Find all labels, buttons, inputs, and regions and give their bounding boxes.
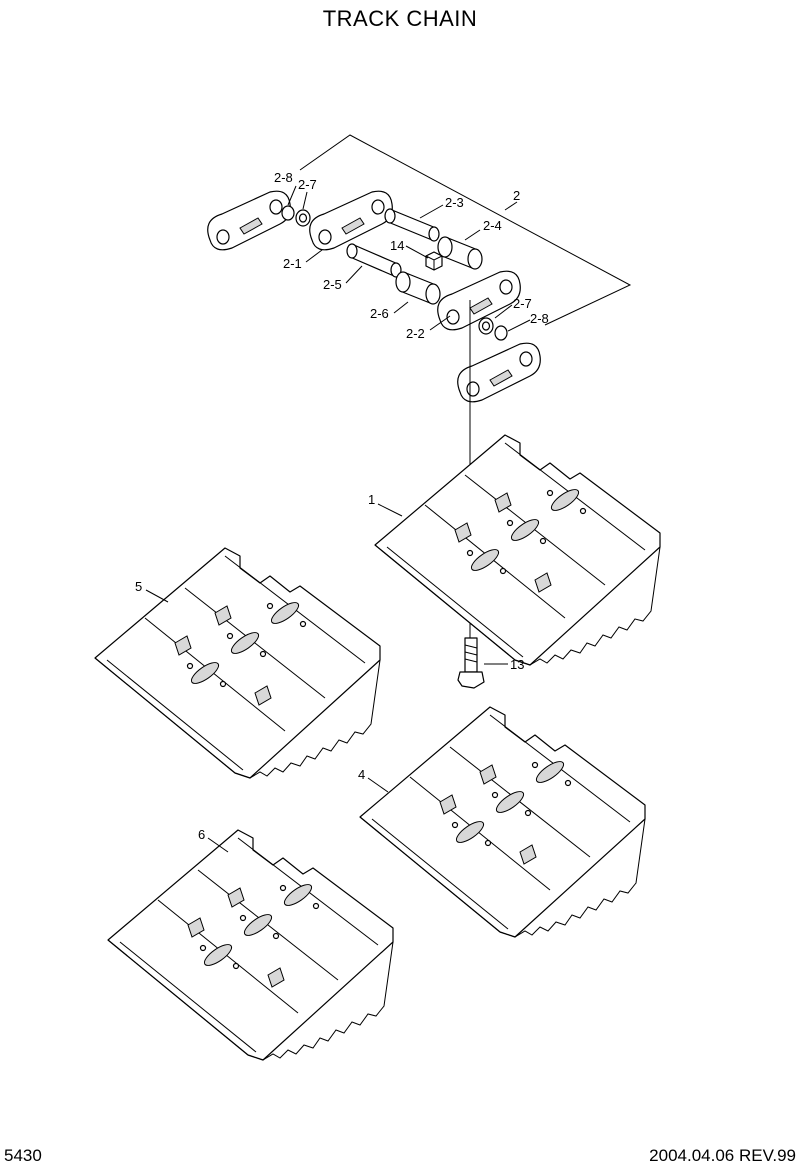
callout-14: 14 bbox=[390, 238, 404, 253]
callout-2-7-right: 2-7 bbox=[513, 296, 532, 311]
revision-date: 2004.04.06 REV.99 bbox=[649, 1146, 796, 1165]
callout-2-2: 2-2 bbox=[406, 326, 425, 341]
leader-1 bbox=[377, 503, 403, 517]
assembly-bracket-line bbox=[299, 134, 632, 326]
bushing-2-6 bbox=[395, 271, 441, 305]
bolt-13 bbox=[457, 637, 485, 689]
leader-2 bbox=[504, 201, 518, 211]
track-shoe-1 bbox=[374, 434, 661, 666]
page-number: 5430 bbox=[4, 1146, 42, 1165]
link-2-2 bbox=[437, 270, 521, 331]
callout-2-1: 2-1 bbox=[283, 256, 302, 271]
leader-2-6 bbox=[393, 301, 409, 314]
callout-2-5: 2-5 bbox=[323, 277, 342, 292]
track-shoe-4 bbox=[359, 706, 646, 938]
callout-13: 13 bbox=[510, 657, 524, 672]
callout-4: 4 bbox=[358, 767, 365, 782]
leader-2-7-left bbox=[302, 191, 308, 210]
callout-2-8-left: 2-8 bbox=[274, 170, 293, 185]
callout-2: 2 bbox=[513, 188, 520, 203]
callout-2-6: 2-6 bbox=[370, 306, 389, 321]
callout-1: 1 bbox=[368, 492, 375, 507]
leader-6 bbox=[207, 837, 229, 853]
nut-14 bbox=[425, 251, 443, 271]
leader-2-3 bbox=[419, 204, 444, 219]
link-2-1 bbox=[309, 190, 393, 251]
master-link-left-outer bbox=[207, 190, 291, 251]
callout-2-7-left: 2-7 bbox=[298, 177, 317, 192]
leader-2-4 bbox=[464, 229, 481, 241]
pin-2-3 bbox=[384, 208, 440, 242]
callout-6: 6 bbox=[198, 827, 205, 842]
leader-4 bbox=[367, 777, 389, 793]
callout-2-4: 2-4 bbox=[483, 218, 502, 233]
callout-2-3: 2-3 bbox=[445, 195, 464, 210]
bushing-2-4 bbox=[437, 236, 483, 270]
leader-5 bbox=[145, 589, 169, 603]
leader-2-8-left bbox=[287, 185, 297, 206]
leader-2-2 bbox=[429, 315, 451, 331]
leader-2-1 bbox=[305, 249, 323, 263]
seal-2-8-left bbox=[281, 205, 295, 221]
leader-2-7-right bbox=[494, 304, 513, 319]
leader-2-8-right bbox=[507, 319, 531, 332]
leader-14 bbox=[405, 245, 429, 259]
seal-2-8-right bbox=[494, 325, 508, 341]
callout-2-8-right: 2-8 bbox=[530, 311, 549, 326]
callout-5: 5 bbox=[135, 579, 142, 594]
leader-2-5 bbox=[345, 265, 363, 284]
page-title: TRACK CHAIN bbox=[322, 6, 478, 31]
track-shoe-6 bbox=[107, 829, 394, 1061]
